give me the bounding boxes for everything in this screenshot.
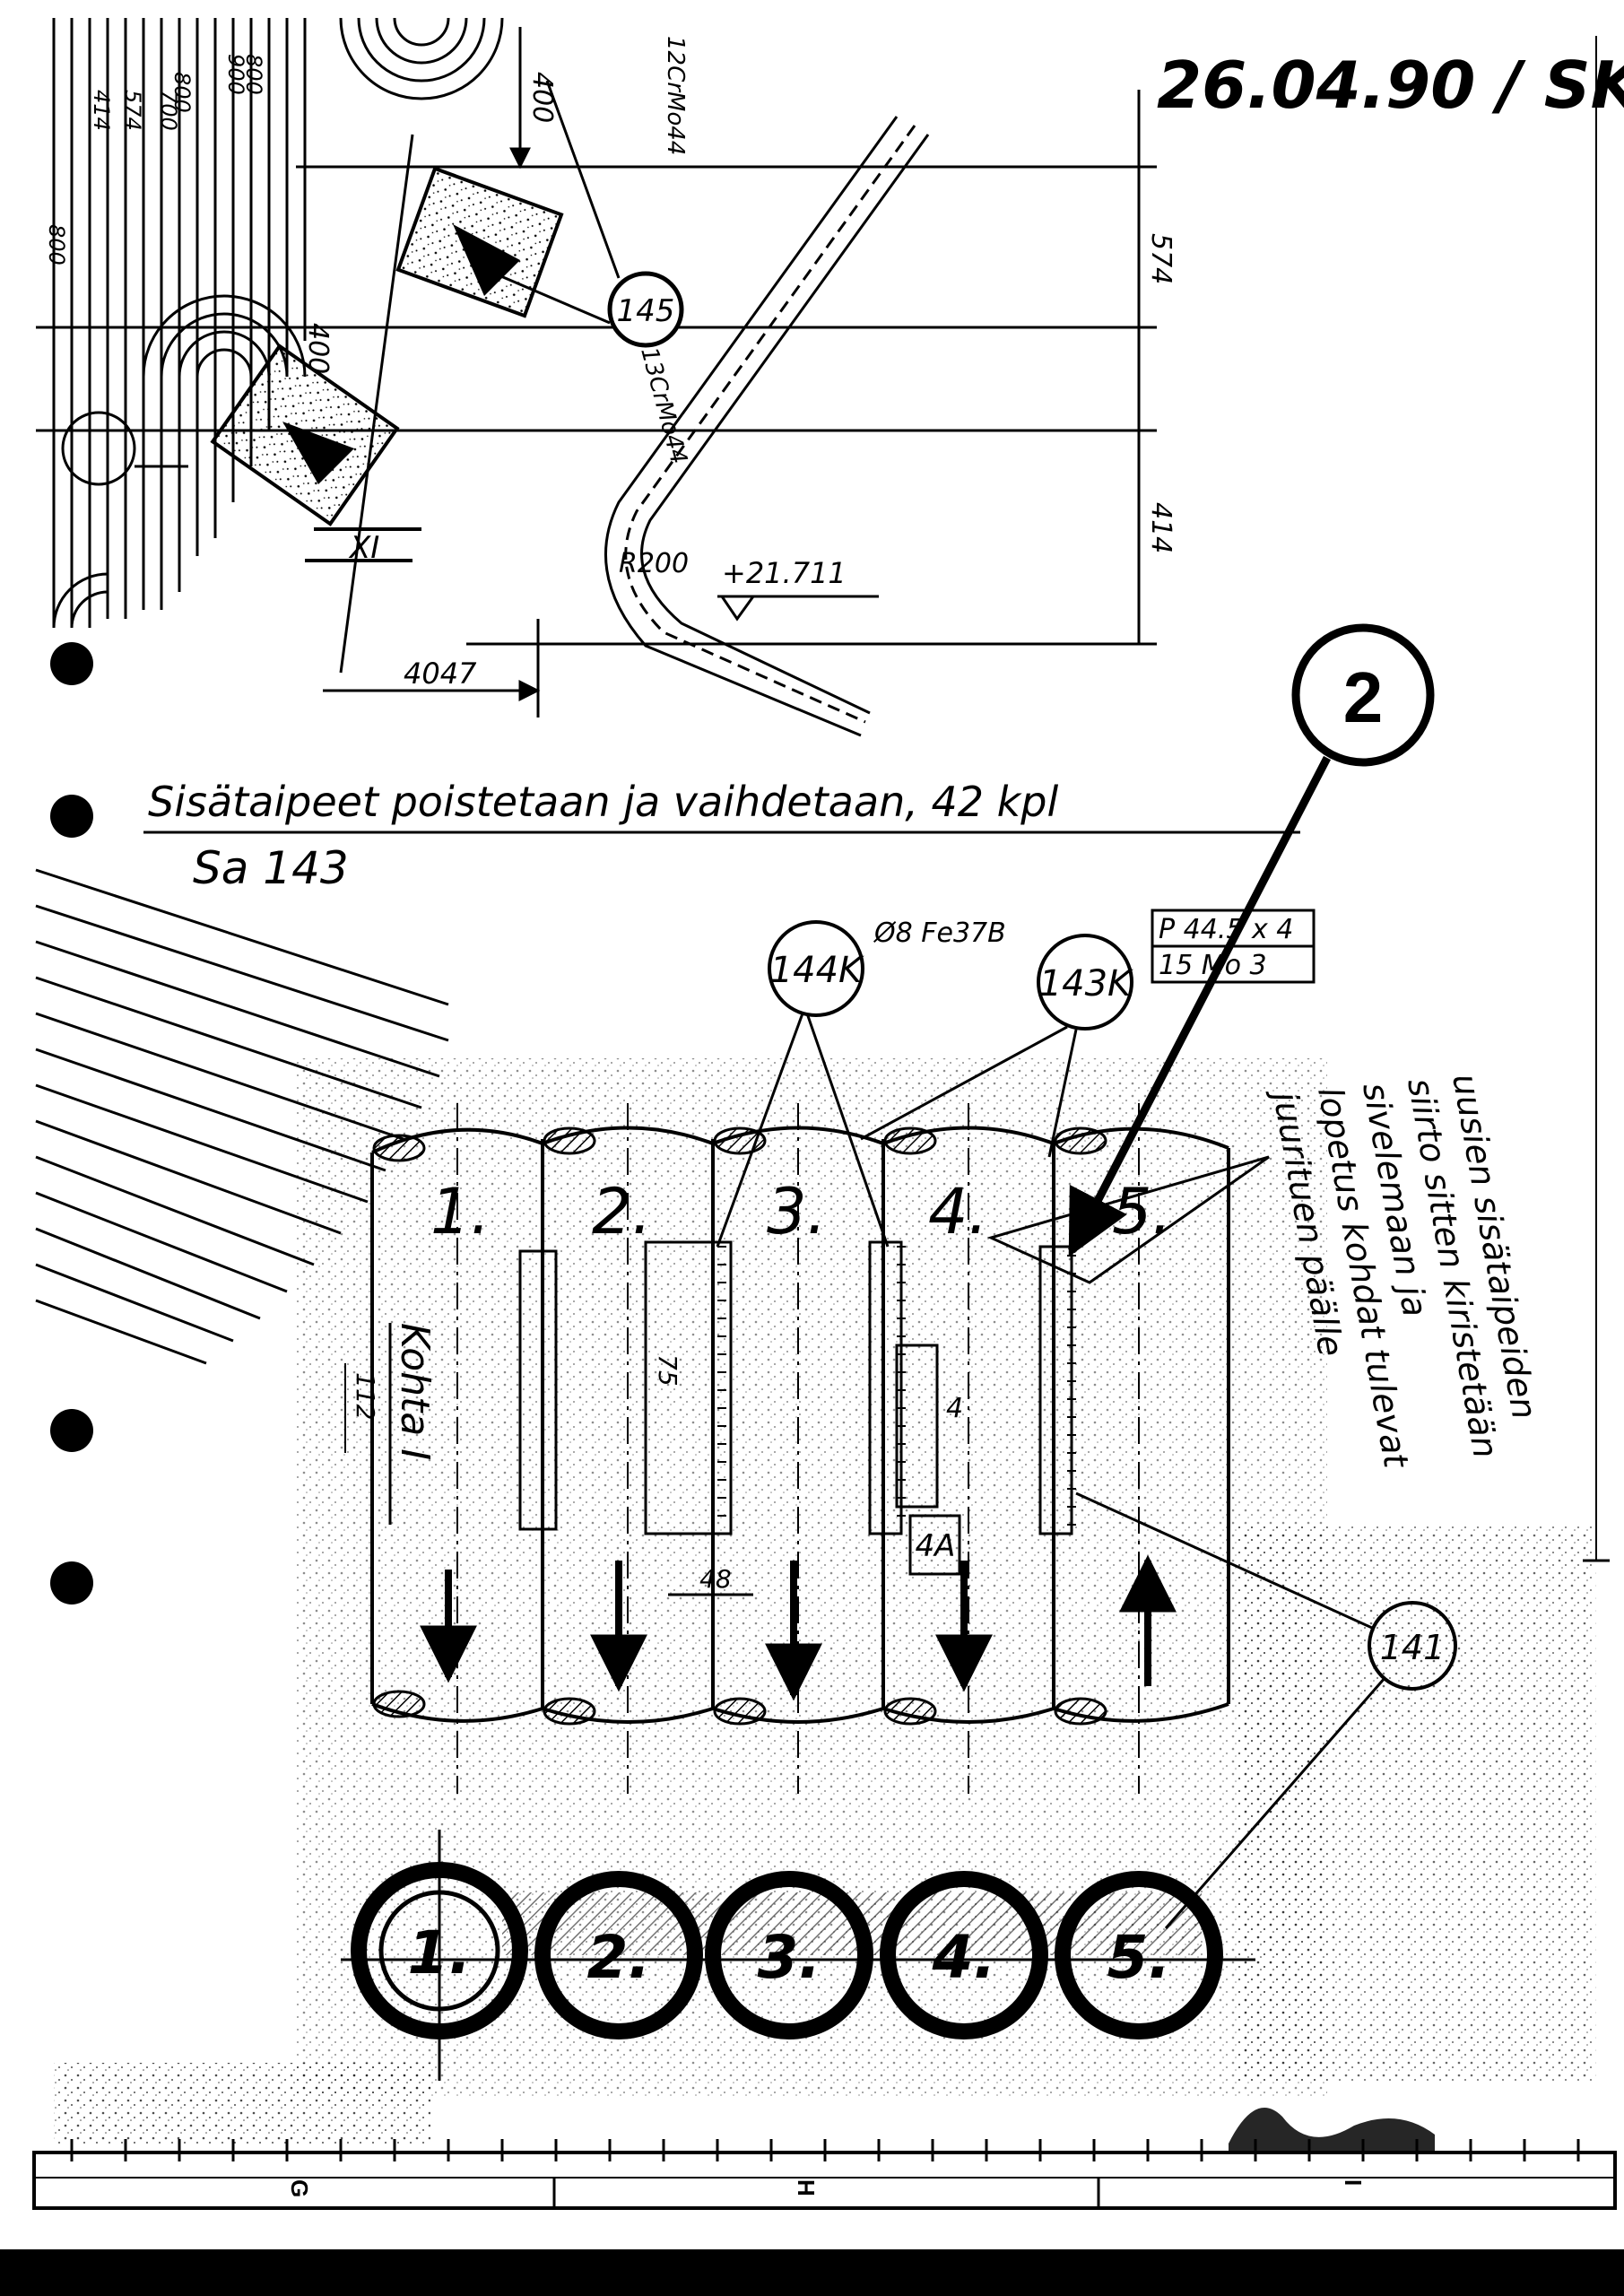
dim-400-mid: 400 bbox=[302, 323, 334, 374]
ruler: G H I bbox=[32, 2108, 1617, 2210]
pipe-spec-1: P 44.5 x 4 bbox=[1159, 914, 1293, 945]
dim-414: 414 bbox=[1145, 502, 1177, 553]
svg-text:414: 414 bbox=[89, 90, 114, 131]
scan-bottom-band bbox=[0, 2249, 1624, 2296]
ruler-ink-blot bbox=[1229, 2108, 1435, 2152]
support-blocks bbox=[210, 166, 564, 526]
label-xi: XI bbox=[348, 530, 379, 566]
tube-bends bbox=[52, 17, 504, 629]
ruler-letter-g: G bbox=[286, 2179, 313, 2197]
dim-574: 574 bbox=[1145, 233, 1177, 284]
callout-144k: 144K bbox=[770, 950, 864, 991]
elevation-label: +21.711 bbox=[722, 556, 847, 590]
elevation-triangle bbox=[719, 595, 756, 622]
svg-text:800: 800 bbox=[44, 224, 69, 265]
spec-diameter: Ø8 Fe37B bbox=[873, 918, 1006, 949]
svg-text:900: 900 bbox=[223, 54, 248, 95]
dim-400-top: 400 bbox=[526, 72, 558, 123]
svg-text:800: 800 bbox=[241, 54, 266, 95]
svg-text:700: 700 bbox=[156, 90, 181, 131]
top-drawing: XI 145 400 574 414 400 12CrMo44 13CrMo44… bbox=[36, 17, 1177, 737]
material-13crmo44: 13CrMo44 bbox=[635, 344, 691, 467]
ruler-letter-h: H bbox=[793, 2179, 820, 2196]
callout-2: 2 bbox=[1343, 657, 1384, 737]
svg-text:574: 574 bbox=[120, 90, 145, 131]
left-detail-circle bbox=[61, 411, 136, 486]
sa-note: Sa 143 bbox=[193, 842, 349, 894]
callout-145-circle bbox=[607, 271, 684, 348]
callout-143k: 143K bbox=[1039, 963, 1133, 1004]
main-note: Sisätaipeet poistetaan ja vaihdetaan, 42… bbox=[148, 778, 1058, 826]
diagonal-pipe bbox=[604, 116, 930, 737]
date-code: 26.04.90 / SKP bbox=[1157, 48, 1624, 123]
callout-145: 145 bbox=[617, 293, 675, 329]
ruler-letter-i: I bbox=[1340, 2179, 1367, 2186]
scan-noise bbox=[54, 1058, 1596, 2144]
radius-r200: R200 bbox=[619, 548, 689, 579]
left-dims: 800 900 800 800 574 700 414 bbox=[44, 54, 266, 265]
binder-holes bbox=[50, 642, 93, 1605]
callout-143k-group: 143K P 44.5 x 4 15 Mo 3 bbox=[860, 909, 1316, 1158]
level-4047: 4047 bbox=[404, 657, 477, 691]
material-12crmo44: 12CrMo44 bbox=[662, 36, 689, 155]
svg-text:800: 800 bbox=[169, 72, 195, 113]
top-dimension-lines bbox=[36, 27, 1157, 718]
